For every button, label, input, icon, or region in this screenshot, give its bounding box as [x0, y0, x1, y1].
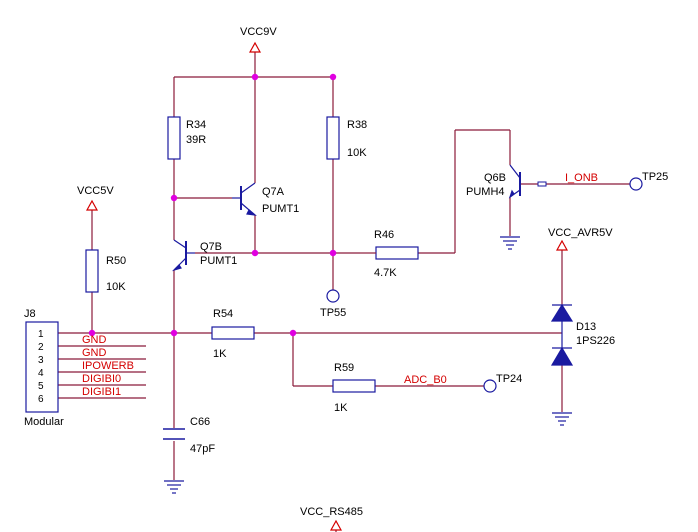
resistor-r38: R38 10K — [326, 116, 367, 160]
vcc-avr5v-symbol: VCC_AVR5V — [548, 227, 613, 251]
q6b-value: PUMH4 — [466, 186, 505, 198]
j8-pin-4: 4 — [38, 368, 44, 379]
vcc-rs485-label: VCC_RS485 — [300, 506, 363, 518]
tp55-label: TP55 — [320, 307, 346, 319]
resistor-r46: R46 4.7K — [360, 229, 419, 279]
resistor-r54: R54 1K — [211, 308, 255, 360]
r59-ref: R59 — [334, 362, 354, 374]
j8-pin-6: 6 — [38, 394, 44, 405]
r38-value: 10K — [347, 147, 367, 159]
vcc-avr5v-label: VCC_AVR5V — [548, 227, 613, 239]
vcc-rs485-symbol: VCC_RS485 — [300, 506, 363, 531]
q7a-ref: Q7A — [262, 186, 285, 198]
r54-ref: R54 — [213, 308, 233, 320]
c66-ref: C66 — [190, 416, 210, 428]
net-i-onb: I_ONB — [565, 172, 598, 184]
j8-pin-3: 3 — [38, 355, 44, 366]
r50-value: 10K — [106, 281, 126, 293]
c66-value: 47pF — [190, 443, 215, 455]
q7a-value: PUMT1 — [262, 203, 299, 215]
r38-ref: R38 — [347, 119, 367, 131]
r54-value: 1K — [213, 348, 227, 360]
resistor-r59: R59 1K — [332, 362, 376, 414]
net-digibi0: DIGIBI0 — [82, 373, 121, 385]
vcc5v-label: VCC5V — [77, 185, 114, 197]
j8-pin-1: 1 — [38, 329, 44, 340]
connector-j8: J8 Modular 1 2 3 4 5 6 — [24, 308, 64, 428]
net-gnd-2: GND — [82, 347, 107, 359]
d13-value: 1PS226 — [576, 335, 615, 347]
r34-value: 39R — [186, 134, 206, 146]
net-adc-b0: ADC_B0 — [404, 374, 447, 386]
resistor-r34: R34 39R — [167, 116, 206, 160]
r59-value: 1K — [334, 402, 348, 414]
wires — [58, 52, 630, 532]
q6b-ref: Q6B — [484, 172, 506, 184]
testpoint-tp25: TP25 — [629, 171, 668, 191]
ground-icon-d13 — [552, 412, 572, 426]
tp24-label: TP24 — [496, 373, 522, 385]
r46-value: 4.7K — [374, 267, 397, 279]
r46-ref: R46 — [374, 229, 394, 241]
j8-pin-5: 5 — [38, 381, 44, 392]
vcc9v-symbol: VCC9V — [240, 26, 277, 53]
ground-symbols — [164, 236, 572, 494]
transistor-q6b: Q6B PUMH4 — [466, 164, 547, 199]
vcc5v-symbol: VCC5V — [77, 185, 114, 211]
q7b-value: PUMT1 — [200, 255, 237, 267]
net-ipowerb: IPOWERB — [82, 360, 134, 372]
j8-ref: J8 — [24, 308, 36, 320]
ground-icon-c66 — [164, 480, 184, 494]
j8-pin-2: 2 — [38, 342, 44, 353]
r50-ref: R50 — [106, 255, 126, 267]
testpoint-tp55: TP55 — [320, 289, 346, 319]
net-digibi1: DIGIBI1 — [82, 386, 121, 398]
vcc9v-label: VCC9V — [240, 26, 277, 38]
ground-icon-q6b — [500, 236, 520, 250]
d13-ref: D13 — [576, 321, 596, 333]
transistor-q7b: Q7B PUMT1 — [171, 239, 237, 272]
resistor-r50: R50 10K — [85, 249, 126, 293]
testpoint-tp24: TP24 — [483, 373, 522, 393]
tp25-label: TP25 — [642, 171, 668, 183]
q7b-ref: Q7B — [200, 241, 222, 253]
transistor-q7a: Q7A PUMT1 — [232, 182, 299, 216]
net-gnd-1: GND — [82, 334, 107, 346]
diode-d13: D13 1PS226 — [550, 303, 615, 366]
r34-ref: R34 — [186, 119, 206, 131]
capacitor-c66: C66 47pF — [163, 416, 215, 455]
net-labels: GND GND IPOWERB DIGIBI0 DIGIBI1 I_ONB AD… — [82, 172, 598, 398]
j8-value: Modular — [24, 416, 64, 428]
junctions — [88, 73, 337, 337]
